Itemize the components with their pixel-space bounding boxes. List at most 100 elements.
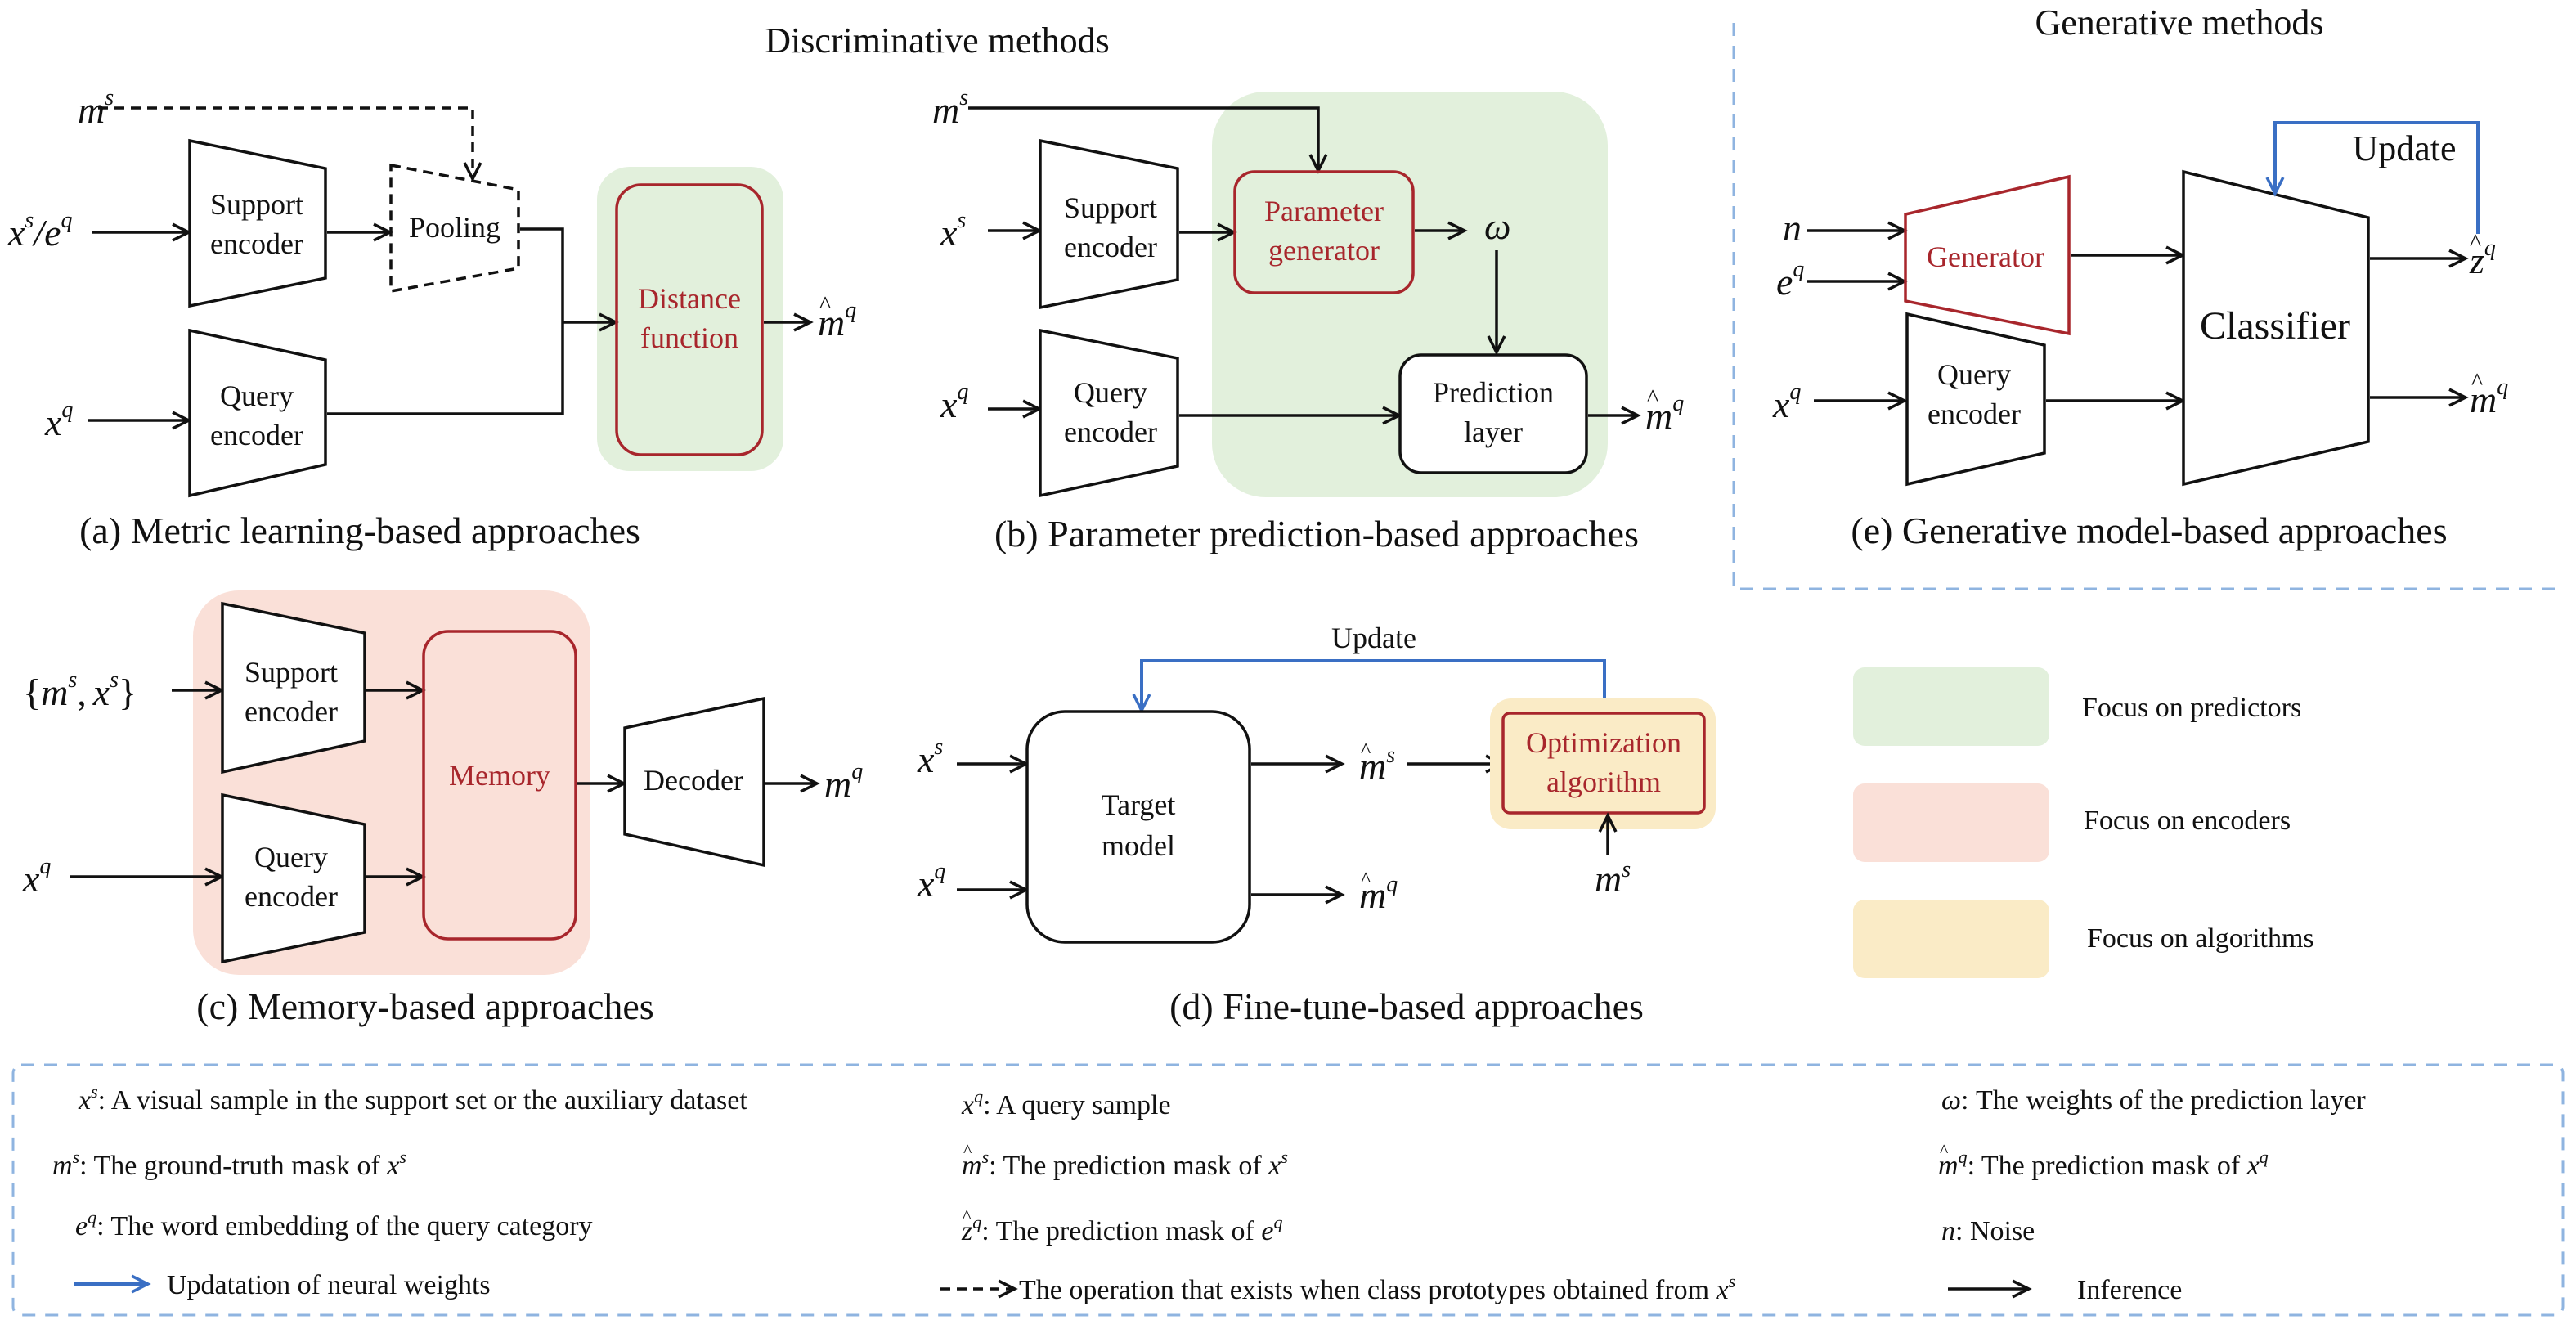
distance-function-block xyxy=(615,183,764,456)
caption-b: (b) Parameter prediction-based approache… xyxy=(994,513,1639,554)
target-model-label-1: Target xyxy=(1102,788,1176,821)
legend-zq-hat: ^ xyxy=(963,1206,972,1226)
arrow-ms-to-paramgen xyxy=(968,106,1328,174)
opt-label-1: Optimization xyxy=(1526,726,1681,759)
var-zq: zq xyxy=(2469,236,2496,281)
query-encoder-a-label-2: encoder xyxy=(210,419,303,451)
query-encoder-a xyxy=(188,328,327,498)
distance-label-1: Distance xyxy=(638,282,741,315)
var-ms-d: ms xyxy=(1595,857,1631,900)
focus-algorithms-bg-d xyxy=(1490,698,1716,829)
classifier-block xyxy=(2182,169,2370,487)
line-pooling-merge xyxy=(520,227,564,322)
var-xq-a: xq xyxy=(44,397,73,443)
query-encoder-c-label-1: Query xyxy=(254,841,328,873)
notation-legend-frame xyxy=(11,1063,2565,1317)
decoder-label: Decoder xyxy=(644,764,743,797)
legend-omega: ω: The weights of the prediction layer xyxy=(1941,1085,2366,1116)
hat-mhs-d: ^ xyxy=(1361,739,1371,762)
var-xs-b: xs xyxy=(940,208,966,254)
hat-zq: ^ xyxy=(2470,229,2481,256)
caption-c: (c) Memory-based approaches xyxy=(196,986,653,1027)
legend-eq: eq: The word embedding of the query cate… xyxy=(75,1207,593,1241)
focus-legend-label-predictors: Focus on predictors xyxy=(2082,693,2301,723)
legend-mhs: ms: The prediction mask of xs xyxy=(962,1147,1288,1181)
query-encoder-b-label-2: encoder xyxy=(1064,415,1157,448)
var-xq-d: xq xyxy=(917,859,945,905)
notation-legend: xs: A visual sample in the support set o… xyxy=(11,1063,2565,1317)
legend-xs: xs: A visual sample in the support set o… xyxy=(78,1081,747,1116)
caption-a: (a) Metric learning-based approaches xyxy=(79,510,640,551)
focus-legend-swatch-predictors xyxy=(1853,667,2049,746)
var-ms-b: ms xyxy=(932,85,968,131)
panel-b: ms xs Support encoder Parameter generato… xyxy=(932,85,1684,554)
parameter-generator-block xyxy=(1233,170,1415,294)
var-mhq-e: mq xyxy=(2470,375,2508,420)
query-encoder-e-label-2: encoder xyxy=(1928,397,2021,430)
support-encoder-b xyxy=(1039,138,1179,310)
legend-zq: zq: The prediction mask of eq xyxy=(961,1212,1282,1246)
legend-mhq-hat: ^ xyxy=(1940,1140,1949,1161)
legend-ms: ms: The ground-truth mask of xs xyxy=(52,1147,406,1181)
legend-mhs-hat: ^ xyxy=(963,1140,972,1161)
legend-inference-label: Inference xyxy=(2077,1275,2182,1305)
var-xq-b: xq xyxy=(940,379,968,425)
update-label-e: Update xyxy=(2352,128,2456,168)
legend-n: n: Noise xyxy=(1941,1216,2035,1246)
section-generative: Generative methods xyxy=(2035,2,2323,43)
opt-label-2: algorithm xyxy=(1546,766,1661,798)
query-encoder-b xyxy=(1039,328,1179,498)
pooling-block xyxy=(389,163,520,294)
panel-d: Update xs xq Target model ms ^ mq ^ Opti… xyxy=(917,622,1716,1027)
focus-legend-swatch-encoders xyxy=(1853,783,2049,862)
var-eq-e: eq xyxy=(1776,257,1804,303)
query-encoder-a-label-1: Query xyxy=(220,379,294,412)
var-xs-d: xs xyxy=(917,734,943,780)
legend-mhq: mq: The prediction mask of xq xyxy=(1938,1147,2269,1181)
var-xq-c: xq xyxy=(22,854,51,900)
paramgen-label-1: Parameter xyxy=(1264,195,1384,227)
pooling-label: Pooling xyxy=(409,211,500,244)
decoder-block xyxy=(623,696,765,868)
paramgen-label-2: generator xyxy=(1268,234,1380,267)
prediction-layer-block xyxy=(1398,353,1588,474)
query-encoder-c xyxy=(221,792,366,964)
var-set-c: {ms,xs} xyxy=(23,667,137,713)
memory-block xyxy=(422,630,577,941)
var-ms-a: ms xyxy=(78,85,114,131)
section-discriminative: Discriminative methods xyxy=(765,20,1110,61)
caption-e: (e) Generative model-based approaches xyxy=(1851,510,2447,551)
support-encoder-c-label-1: Support xyxy=(245,656,338,689)
predlayer-label-2: layer xyxy=(1464,415,1523,448)
query-encoder-b-label-1: Query xyxy=(1074,376,1147,409)
support-encoder-c xyxy=(221,601,366,774)
panel-e: n eq Generator xq Query encoder Classifi… xyxy=(1772,121,2508,551)
var-mhq-a: mq xyxy=(818,298,856,343)
predlayer-label-1: Prediction xyxy=(1433,376,1554,409)
generator-block xyxy=(1904,174,2071,336)
hat-mhq-d: ^ xyxy=(1361,868,1371,891)
var-xs-eq-a: xs/eq xyxy=(7,208,73,254)
panel-c: {ms,xs} Support encoder xq Query encoder… xyxy=(22,590,863,1027)
var-xq-e: xq xyxy=(1772,379,1801,425)
distance-label-2: function xyxy=(640,321,738,354)
update-arrow-d xyxy=(1132,659,1606,714)
focus-legend-label-encoders: Focus on encoders xyxy=(2084,806,2291,836)
target-model-block xyxy=(1025,710,1251,944)
focus-legend: Focus on predictors Focus on encoders Fo… xyxy=(1853,667,2314,978)
generator-label: Generator xyxy=(1927,240,2044,273)
focus-predictors-bg-a xyxy=(597,167,783,471)
hat-mhq-a: ^ xyxy=(819,291,831,318)
update-arrow-e xyxy=(2265,121,2480,234)
query-encoder-e xyxy=(1905,312,2046,487)
support-encoder-c-label-2: encoder xyxy=(245,695,338,728)
support-encoder-a xyxy=(188,138,327,308)
support-encoder-a-label-2: encoder xyxy=(210,227,303,260)
support-encoder-a-label-1: Support xyxy=(210,188,303,221)
var-mhs-d: ms xyxy=(1359,743,1395,787)
generative-separator xyxy=(1732,23,2561,590)
update-label-d: Update xyxy=(1331,622,1416,654)
support-encoder-b-label-1: Support xyxy=(1064,191,1157,224)
hat-mhq-b: ^ xyxy=(1647,384,1658,411)
